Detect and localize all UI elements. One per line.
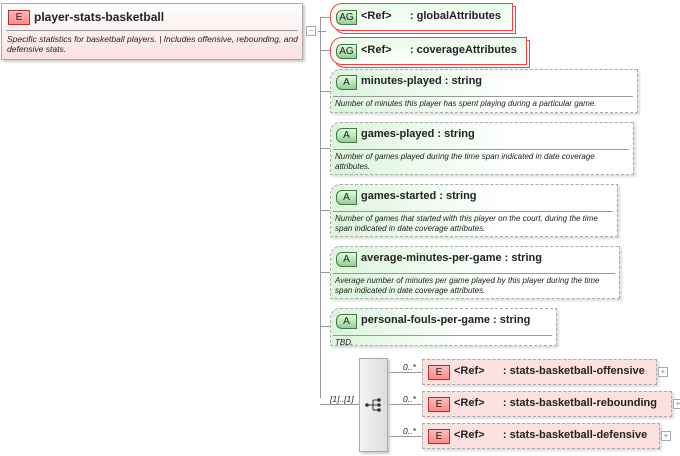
connector xyxy=(320,17,321,398)
divider xyxy=(333,335,552,336)
divider xyxy=(333,211,613,212)
attribute-name: minutes-played : string xyxy=(361,75,483,87)
attribute-description: Number of minutes this player has spent … xyxy=(335,99,597,108)
attribute-badge: A xyxy=(336,75,357,90)
child-element-name: : stats-basketball-offensive xyxy=(502,365,645,377)
element-badge: E xyxy=(8,10,30,25)
ref-label: <Ref> : stats-basketball-defensive xyxy=(454,429,647,441)
attribute-badge: A xyxy=(336,252,357,267)
divider xyxy=(6,30,298,31)
attribute-badge: A xyxy=(336,190,357,205)
child-occurrence: 0..* xyxy=(403,394,416,404)
ref-tag: <Ref> xyxy=(454,365,485,377)
connector xyxy=(320,50,330,51)
connector xyxy=(388,436,422,437)
attribute-badge: A xyxy=(336,128,357,143)
connector xyxy=(388,372,422,373)
connector xyxy=(320,148,330,149)
attribute-name: games-started : string xyxy=(361,190,477,202)
divider xyxy=(333,273,615,274)
sequence-compositor[interactable] xyxy=(359,358,388,452)
ref-label: <Ref> : globalAttributes xyxy=(361,10,501,22)
attribute-games-started[interactable]: A games-started : string Number of games… xyxy=(330,184,618,237)
connector xyxy=(320,404,359,405)
ref-tag: <Ref> xyxy=(361,44,392,56)
attribute-minutes-played[interactable]: A minutes-played : string Number of minu… xyxy=(330,69,638,113)
attribute-badge: A xyxy=(336,314,357,329)
connector xyxy=(388,404,422,405)
attribute-personal-fouls-per-game[interactable]: A personal-fouls-per-game : string TBD. xyxy=(330,308,557,347)
ref-label: <Ref> : coverageAttributes xyxy=(361,44,517,56)
attribute-name: games-played : string xyxy=(361,128,475,140)
element-badge: E xyxy=(428,397,450,412)
plus-icon[interactable]: + xyxy=(658,367,668,377)
attribute-games-played[interactable]: A games-played : string Number of games … xyxy=(330,122,634,175)
attribute-name: average-minutes-per-game : string xyxy=(361,252,542,264)
root-element-box[interactable]: E player-stats-basketball Specific stati… xyxy=(1,3,303,60)
connector xyxy=(320,326,330,327)
sequence-icon xyxy=(365,398,381,412)
ref-tag: <Ref> xyxy=(454,397,485,409)
ref-tag: <Ref> xyxy=(361,10,392,22)
connector xyxy=(320,272,330,273)
connector xyxy=(320,210,330,211)
child-element-name: : stats-basketball-rebounding xyxy=(502,397,657,409)
attribute-group-coverage[interactable]: AG <Ref> : coverageAttributes xyxy=(330,37,527,65)
ref-tag: <Ref> xyxy=(454,429,485,441)
minus-icon[interactable]: − xyxy=(306,26,316,36)
attribute-description: Average number of minutes per game playe… xyxy=(335,276,600,295)
child-element-name: : stats-basketball-defensive xyxy=(502,429,648,441)
connector xyxy=(318,31,326,32)
connector xyxy=(320,91,330,92)
root-element-name: player-stats-basketball xyxy=(34,10,165,24)
attribute-average-minutes-per-game[interactable]: A average-minutes-per-game : string Aver… xyxy=(330,246,620,299)
plus-icon[interactable]: + xyxy=(673,399,680,409)
connector xyxy=(320,17,330,18)
plus-icon[interactable]: + xyxy=(661,431,671,441)
attribute-group-global[interactable]: AG <Ref> : globalAttributes xyxy=(330,3,513,31)
attribute-description: Number of games played during the time s… xyxy=(335,152,595,171)
attribute-group-name: : globalAttributes xyxy=(409,10,501,22)
child-occurrence: 0..* xyxy=(403,362,416,372)
ref-label: <Ref> : stats-basketball-offensive xyxy=(454,365,645,377)
element-badge: E xyxy=(428,365,450,380)
child-occurrence: 0..* xyxy=(403,426,416,436)
attribute-name: personal-fouls-per-game : string xyxy=(361,314,531,326)
attribute-group-badge: AG xyxy=(336,10,357,25)
child-ref-defensive[interactable]: E <Ref> : stats-basketball-defensive xyxy=(422,423,660,449)
element-badge: E xyxy=(428,429,450,444)
root-element-description: Specific statistics for basketball playe… xyxy=(7,34,298,54)
child-ref-offensive[interactable]: E <Ref> : stats-basketball-offensive xyxy=(422,359,657,385)
divider xyxy=(333,149,629,150)
divider xyxy=(333,96,633,97)
ref-label: <Ref> : stats-basketball-rebounding xyxy=(454,397,657,409)
sequence-occurrence: [1]..[1] xyxy=(330,394,354,404)
attribute-group-badge: AG xyxy=(336,44,357,59)
child-ref-rebounding[interactable]: E <Ref> : stats-basketball-rebounding xyxy=(422,391,672,417)
attribute-group-name: : coverageAttributes xyxy=(409,44,517,56)
attribute-description: Number of games that started with this p… xyxy=(335,214,598,233)
attribute-description: TBD. xyxy=(335,338,354,347)
